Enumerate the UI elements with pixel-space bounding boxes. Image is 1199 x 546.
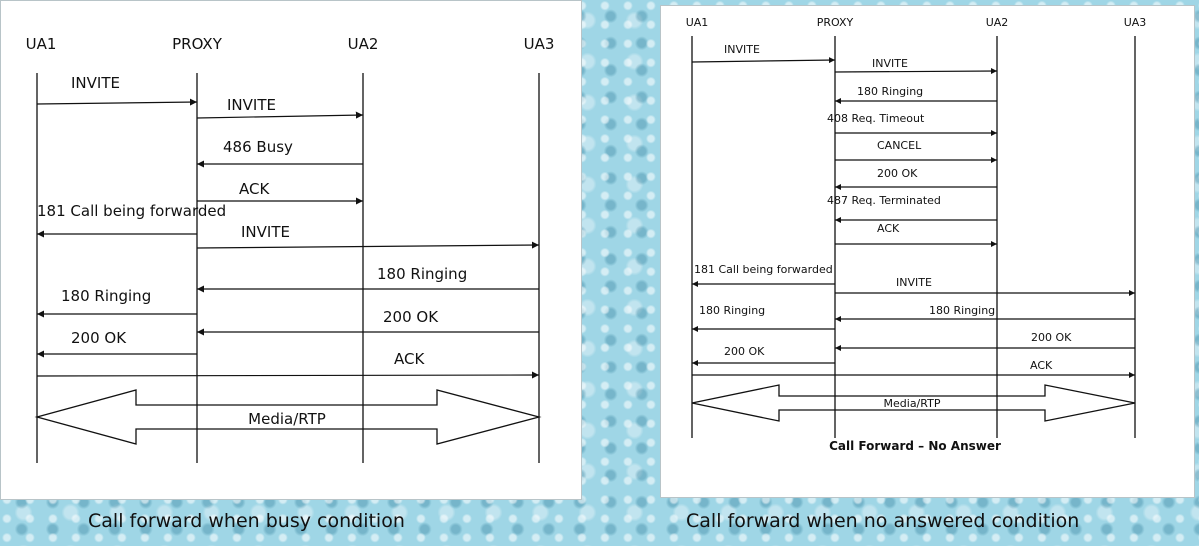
message-label-486-busy: 486 Busy bbox=[223, 138, 293, 156]
entity-label-ua1: UA1 bbox=[26, 35, 57, 53]
message-label-cancel: CANCEL bbox=[877, 139, 922, 152]
entity-label-ua3: UA3 bbox=[524, 35, 555, 53]
message-label-invite: INVITE bbox=[227, 96, 276, 114]
diagram-footer-title: Call Forward – No Answer bbox=[829, 439, 1001, 453]
message-label-ack: ACK bbox=[1030, 359, 1053, 372]
message-label-invite: INVITE bbox=[71, 74, 120, 92]
message-label-487-req-terminated: 487 Req. Terminated bbox=[827, 194, 941, 207]
entity-label-ua2: UA2 bbox=[348, 35, 379, 53]
message-label-200-ok: 200 OK bbox=[724, 345, 765, 358]
message-label-ack: ACK bbox=[877, 222, 900, 235]
message-label-180-ringing: 180 Ringing bbox=[61, 287, 151, 305]
message-label-200-ok: 200 OK bbox=[877, 167, 918, 180]
message-label-invite: INVITE bbox=[241, 223, 290, 241]
message-label-invite: INVITE bbox=[872, 57, 908, 70]
message-arrow-invite bbox=[196, 111, 364, 119]
message-label-200-ok: 200 OK bbox=[71, 329, 127, 347]
message-label-181-call-being-forwarded: 181 Call being forwarded bbox=[694, 263, 833, 276]
media-rtp-label: Media/RTP bbox=[884, 397, 941, 410]
message-arrow-invite bbox=[196, 241, 540, 249]
message-label-ack: ACK bbox=[394, 350, 425, 368]
message-label-200-ok: 200 OK bbox=[1031, 331, 1072, 344]
media-rtp-double-arrow bbox=[34, 389, 542, 445]
entity-label-ua2: UA2 bbox=[986, 16, 1009, 29]
message-label-invite: INVITE bbox=[724, 43, 760, 56]
message-label-180-ringing: 180 Ringing bbox=[857, 85, 923, 98]
message-label-408-req-timeout: 408 Req. Timeout bbox=[827, 112, 925, 125]
no-answer-forward-caption: Call forward when no answered condition bbox=[686, 510, 1080, 532]
entity-label-ua3: UA3 bbox=[1124, 16, 1147, 29]
message-arrow-ack bbox=[36, 371, 540, 379]
busy-forward-caption: Call forward when busy condition bbox=[88, 510, 405, 532]
message-label-200-ok: 200 OK bbox=[383, 308, 439, 326]
media-rtp-label: Media/RTP bbox=[248, 410, 326, 428]
message-label-180-ringing: 180 Ringing bbox=[377, 265, 467, 283]
media-rtp-double-arrow bbox=[691, 384, 1136, 422]
message-label-ack: ACK bbox=[239, 180, 270, 198]
message-label-181-call-being-forwarded: 181 Call being forwarded bbox=[37, 202, 226, 220]
entity-label-proxy: PROXY bbox=[817, 16, 854, 29]
message-label-invite: INVITE bbox=[896, 276, 932, 289]
entity-label-proxy: PROXY bbox=[172, 35, 223, 53]
message-arrow-invite bbox=[36, 98, 198, 106]
entity-label-ua1: UA1 bbox=[686, 16, 709, 29]
message-arrow-invite bbox=[691, 57, 836, 64]
message-label-180-ringing: 180 Ringing bbox=[929, 304, 995, 317]
message-arrow-invite bbox=[834, 68, 998, 75]
message-label-180-ringing: 180 Ringing bbox=[699, 304, 765, 317]
